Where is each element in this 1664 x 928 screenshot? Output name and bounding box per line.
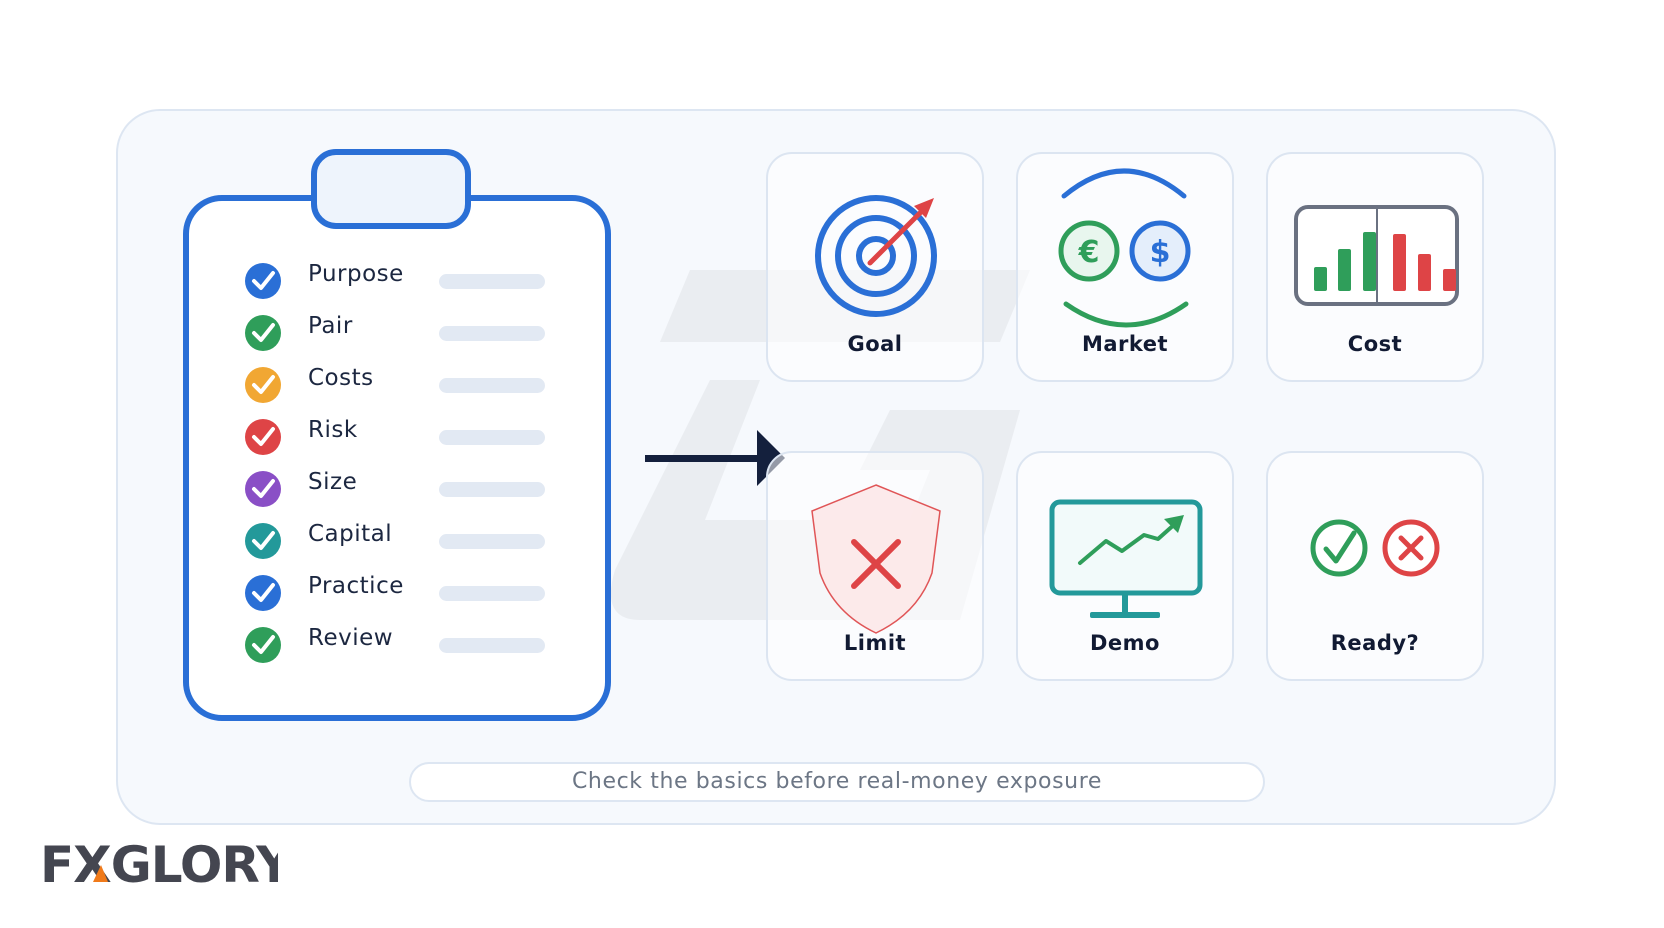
logo-accent [93,865,108,882]
dollar-symbol: $ [1150,235,1171,270]
checklist-bar [439,326,545,341]
logo-suffix: GLORY [111,836,278,891]
checklist-item: Pair [240,305,570,357]
checklist-bar [439,534,545,549]
logo-text: FXGLORY [40,836,278,891]
monitor-chart-icon [1049,499,1203,618]
card-label: Ready? [1330,631,1420,655]
check-circle-icon [245,263,281,299]
checklist-label: Risk [308,417,358,443]
card-ready: Ready? [1266,451,1484,681]
card-market: € $ Market [1016,152,1234,382]
checklist-item: Purpose [240,253,570,305]
euro-symbol: € [1078,235,1100,270]
checklist-label: Purpose [308,261,404,287]
checklist-label: Capital [308,521,393,547]
checklist-item: Risk [240,409,570,461]
checklist-bar [439,274,545,289]
currency-exchange-icon: € $ [1058,168,1191,328]
check-cross-icon [1310,519,1440,577]
checklist: Purpose Pair Costs Risk Size [240,253,570,669]
card-limit: Limit [766,451,984,681]
checklist-item: Costs [240,357,570,409]
card-label: Cost [1347,332,1403,356]
checklist-item: Size [240,461,570,513]
checklist-bar [439,378,545,393]
checklist-item: Practice [240,565,570,617]
checklist-label: Pair [308,313,353,339]
caption: Check the basics before real-money expos… [409,762,1265,802]
bar-chart-icon [1294,205,1459,306]
card-label: Demo [1090,631,1160,655]
check-circle-icon [245,575,281,611]
target-icon [815,195,937,317]
card-label: Limit [843,631,907,655]
checklist-label: Review [308,625,394,651]
card-goal: Goal [766,152,984,382]
card-cost: Cost [1266,152,1484,382]
checklist-bar [439,430,545,445]
fxglory-logo: FXGLORY [40,836,278,891]
checklist-bar [439,482,545,497]
arrow-right-icon [645,430,785,486]
checklist-bar [439,638,545,653]
checklist-item: Review [240,617,570,669]
card-demo: Demo [1016,451,1234,681]
check-circle-icon [245,367,281,403]
check-circle-icon [245,471,281,507]
check-circle-icon [245,523,281,559]
checklist-label: Size [308,469,358,495]
check-circle-icon [245,627,281,663]
card-label: Goal [847,332,903,356]
card-label: Market [1081,332,1169,356]
shield-x-icon [811,484,941,634]
checklist-label: Costs [308,365,374,391]
logo-prefix: FX [40,836,111,891]
check-circle-icon [245,419,281,455]
checklist-bar [439,586,545,601]
checklist-item: Capital [240,513,570,565]
checklist-label: Practice [308,573,404,599]
check-circle-icon [245,315,281,351]
